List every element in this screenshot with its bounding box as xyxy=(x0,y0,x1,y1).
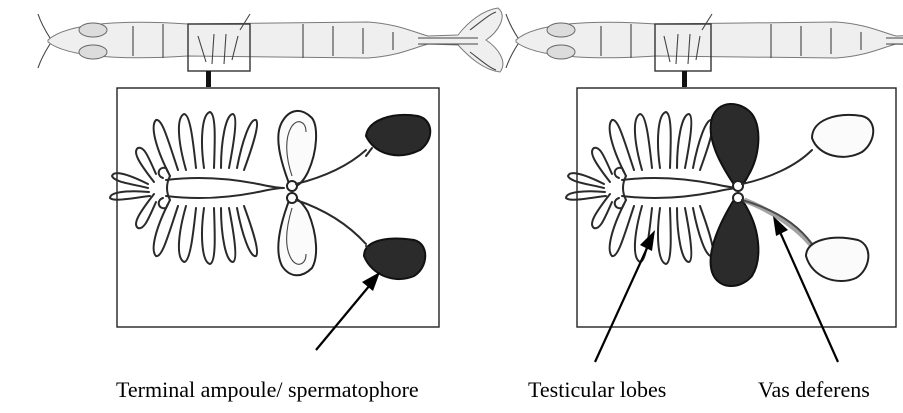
right-upper-ampoule xyxy=(812,115,873,157)
ampoule-label: Terminal ampoule/ spermatophore xyxy=(116,377,419,402)
testicular-lobes-label: Testicular lobes xyxy=(528,377,666,402)
right-connector xyxy=(682,71,687,87)
left-shrimp xyxy=(38,8,503,72)
right-shrimp xyxy=(506,8,903,72)
vas-deferens-label: Vas deferens xyxy=(758,377,870,402)
left-connector xyxy=(206,71,211,87)
left-upper-ampoule xyxy=(366,115,430,155)
